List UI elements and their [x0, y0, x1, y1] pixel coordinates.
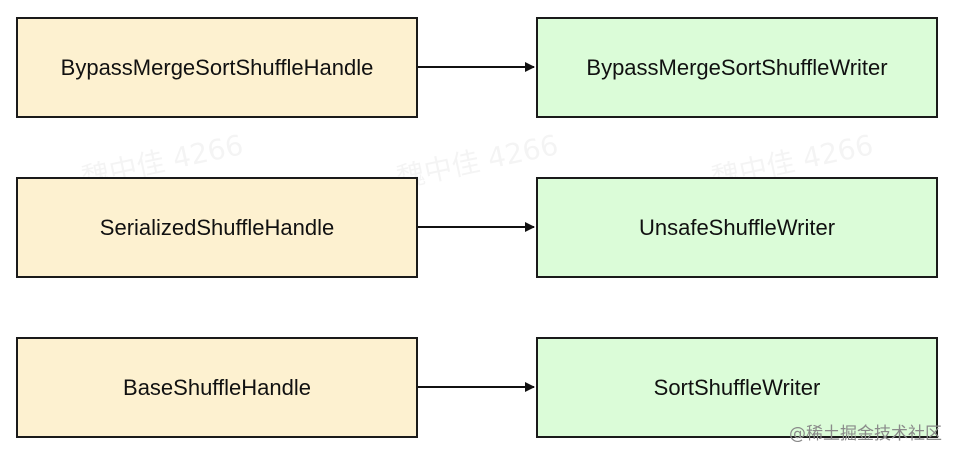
unsafe-shuffle-writer-box: UnsafeShuffleWriter [536, 177, 938, 278]
footer-watermark: @稀土掘金技术社区 [789, 424, 942, 444]
box-label: SerializedShuffleHandle [99, 214, 335, 240]
box-label: BypassMergeSortShuffleWriter [586, 54, 888, 80]
bypass-merge-sort-shuffle-writer-box: BypassMergeSortShuffleWriter [536, 17, 938, 118]
box-label: BypassMergeSortShuffleHandle [60, 54, 374, 80]
box-label: UnsafeShuffleWriter [638, 214, 836, 240]
box-label: BaseShuffleHandle [123, 374, 311, 400]
serialized-shuffle-handle-box: SerializedShuffleHandle [16, 177, 418, 278]
box-label: SortShuffleWriter [653, 374, 821, 400]
base-shuffle-handle-box: BaseShuffleHandle [16, 337, 418, 438]
sort-shuffle-writer-box: SortShuffleWriter [536, 337, 938, 438]
bypass-merge-sort-shuffle-handle-box: BypassMergeSortShuffleHandle [16, 17, 418, 118]
